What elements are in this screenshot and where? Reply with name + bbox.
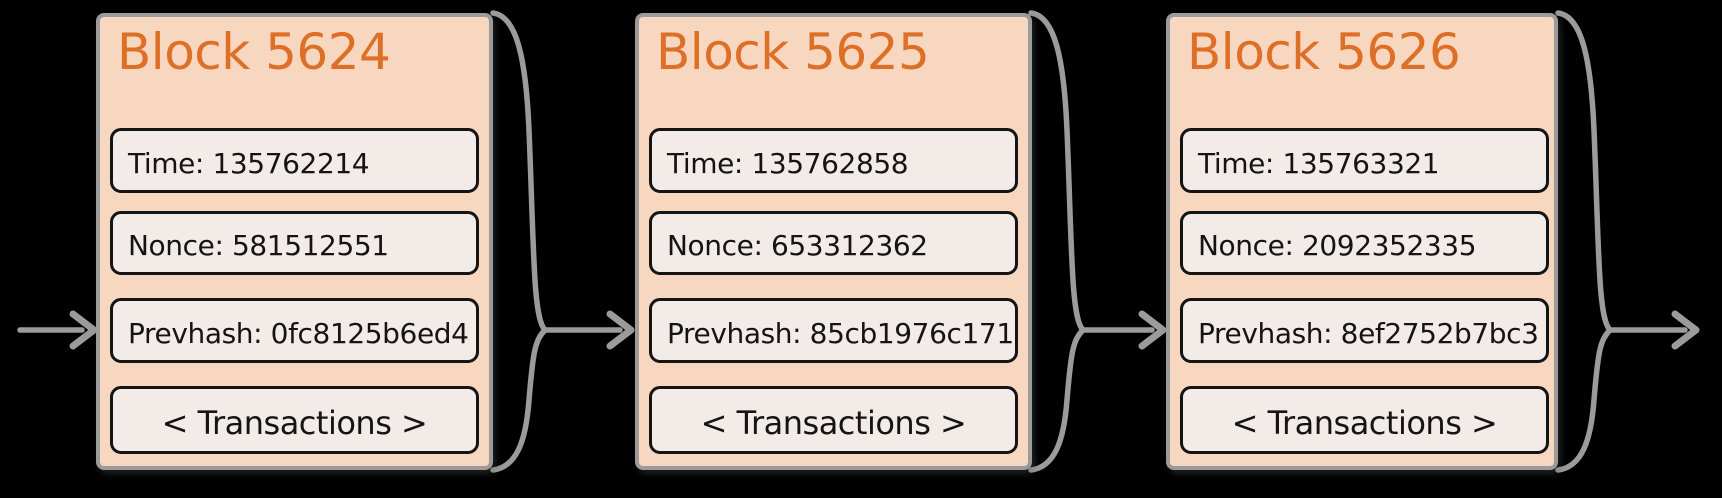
nonce-field: Nonce: 581512551 xyxy=(110,211,479,275)
block-title: Block 5624 xyxy=(117,23,391,81)
transactions-button[interactable]: < Transactions > xyxy=(649,386,1018,454)
time-field: Time: 135763321 xyxy=(1180,128,1549,193)
arrow-to-next-block-icon xyxy=(1607,310,1700,350)
prevhash-field: Prevhash: 0fc8125b6ed4 xyxy=(110,298,479,363)
arrow-into-block-5626-icon xyxy=(1080,310,1167,350)
arrow-into-block-5625-icon xyxy=(542,310,635,350)
block-card: Block 5625 Time: 135762858 Nonce: 653312… xyxy=(635,13,1032,470)
block-title: Block 5625 xyxy=(656,23,930,81)
brace-hash-block-5625-icon xyxy=(1028,10,1086,473)
prevhash-field: Prevhash: 8ef2752b7bc3 xyxy=(1180,298,1549,363)
brace-hash-block-5626-icon xyxy=(1555,10,1613,473)
nonce-field: Nonce: 2092352335 xyxy=(1180,211,1549,275)
brace-hash-block-5624-icon xyxy=(490,10,548,473)
arrow-into-block-5624-icon xyxy=(17,310,98,350)
time-field: Time: 135762214 xyxy=(110,128,479,193)
block-card: Block 5626 Time: 135763321 Nonce: 209235… xyxy=(1166,13,1558,470)
time-field: Time: 135762858 xyxy=(649,128,1018,193)
prevhash-field: Prevhash: 85cb1976c171 xyxy=(649,298,1018,363)
nonce-field: Nonce: 653312362 xyxy=(649,211,1018,275)
transactions-button[interactable]: < Transactions > xyxy=(110,386,479,454)
block-title: Block 5626 xyxy=(1187,23,1461,81)
block-card: Block 5624 Time: 135762214 Nonce: 581512… xyxy=(96,13,493,470)
transactions-button[interactable]: < Transactions > xyxy=(1180,386,1549,454)
